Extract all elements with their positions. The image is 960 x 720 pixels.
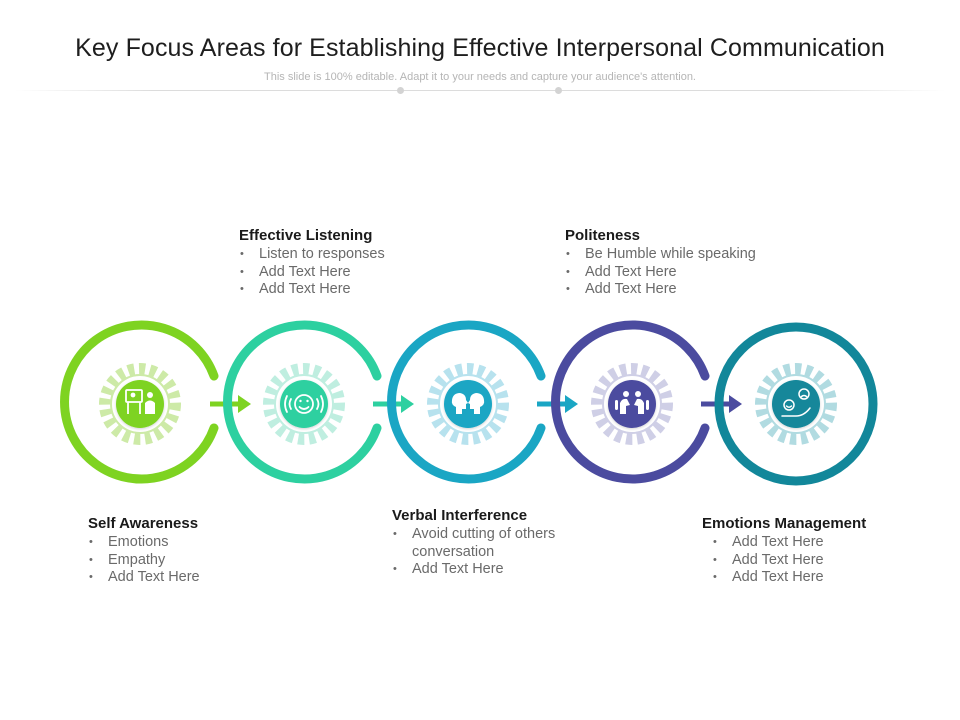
- step-3-title: Verbal Interference: [392, 507, 528, 524]
- list-item: Add Text Here: [565, 264, 805, 282]
- two-heads-talking-icon: [451, 393, 485, 414]
- step-1-text: Self Awareness Emotions Empathy Add Text…: [88, 515, 328, 587]
- step-5-gear: [755, 363, 837, 445]
- list-item: Add Text Here: [712, 569, 922, 587]
- list-item: Add Text Here: [239, 281, 479, 299]
- emotion-faces-hand-icon: [781, 388, 811, 417]
- step-2-title: Effective Listening: [239, 227, 373, 244]
- listening-face-icon: [284, 394, 324, 414]
- step-5-bullets: Add Text Here Add Text Here Add Text Her…: [702, 534, 922, 587]
- step-4-title: Politeness: [565, 227, 641, 244]
- divider-dot-left: [397, 87, 404, 94]
- list-item: Add Text Here: [392, 561, 557, 579]
- list-item: Listen to responses: [239, 246, 479, 264]
- list-item: Empathy: [88, 552, 328, 570]
- list-item: Emotions: [88, 534, 328, 552]
- step-4-text: Politeness Be Humble while speaking Add …: [565, 227, 805, 299]
- list-item: Add Text Here: [88, 569, 328, 587]
- list-item: Add Text Here: [239, 264, 479, 282]
- step-5-text: Emotions Management Add Text Here Add Te…: [702, 515, 922, 587]
- presentation-person-icon: [125, 389, 155, 414]
- list-item: Avoid cutting of others conversation: [392, 526, 557, 561]
- step-5-ring: [714, 322, 878, 486]
- step-1-title: Self Awareness: [88, 515, 199, 532]
- step-2-gear: [263, 363, 345, 445]
- step-3-bullets: Avoid cutting of others conversation Add…: [392, 526, 557, 579]
- step-5-title: Emotions Management: [702, 515, 867, 532]
- step-4-gear: [591, 363, 673, 445]
- list-item: Add Text Here: [712, 552, 922, 570]
- step-2-text: Effective Listening Listen to responses …: [239, 227, 479, 299]
- step-3-gear: [427, 363, 509, 445]
- list-item: Be Humble while speaking: [565, 246, 805, 264]
- divider-dot-right: [555, 87, 562, 94]
- list-item: Add Text Here: [565, 281, 805, 299]
- bowing-people-icon: [615, 391, 649, 414]
- page-title: Key Focus Areas for Establishing Effecti…: [75, 34, 885, 62]
- list-item: Add Text Here: [712, 534, 922, 552]
- header-divider: [15, 90, 945, 91]
- page-subtitle: This slide is 100% editable. Adapt it to…: [264, 71, 696, 83]
- step-1-bullets: Emotions Empathy Add Text Here: [88, 534, 328, 587]
- step-3-text: Verbal Interference Avoid cutting of oth…: [392, 507, 557, 579]
- step-4-bullets: Be Humble while speaking Add Text Here A…: [565, 246, 805, 299]
- step-2-bullets: Listen to responses Add Text Here Add Te…: [239, 246, 479, 299]
